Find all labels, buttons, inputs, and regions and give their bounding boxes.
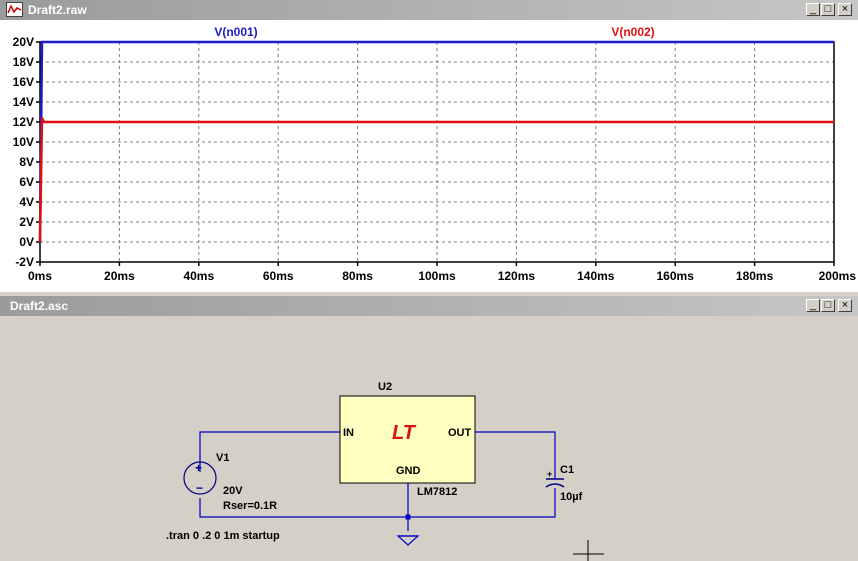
source-plus: + <box>195 461 202 475</box>
legend-label: V(n002) <box>611 25 654 39</box>
crosshair-cursor <box>573 540 604 561</box>
wire-out <box>475 431 556 474</box>
spice-directive[interactable]: .tran 0 .2 0 1m startup <box>166 530 280 542</box>
capacitor-c1[interactable]: + C1 10µf <box>545 464 583 503</box>
x-tick-label: 100ms <box>418 269 456 283</box>
source-param: Rser=0.1R <box>223 500 277 512</box>
waveform-icon <box>6 2 23 17</box>
x-tick-label: 40ms <box>183 269 214 283</box>
x-tick-label: 180ms <box>736 269 774 283</box>
cap-plus: + <box>547 469 552 479</box>
regulator-pin-gnd: GND <box>396 465 421 477</box>
y-tick-label: 18V <box>13 55 34 69</box>
cap-value: 10µf <box>560 491 583 503</box>
y-tick-label: 8V <box>19 155 34 169</box>
minimize-button[interactable]: _ <box>806 3 820 16</box>
x-tick-label: 120ms <box>498 269 536 283</box>
schematic-window-title: Draft2.asc <box>10 299 69 313</box>
y-tick-label: 4V <box>19 195 34 209</box>
y-tick-label: 14V <box>13 95 34 109</box>
ground-symbol <box>396 535 420 546</box>
y-tick-label: 6V <box>19 175 34 189</box>
x-tick-label: 80ms <box>342 269 373 283</box>
y-tick-label: -2V <box>15 255 34 269</box>
wire-in <box>199 431 340 472</box>
series-line-vn002 <box>38 117 834 243</box>
minimize-button[interactable]: _ <box>806 299 820 312</box>
voltage-source-v1[interactable]: + − V1 20V Rser=0.1R <box>183 452 277 512</box>
ground-junction <box>405 514 411 520</box>
y-tick-label: 20V <box>13 35 34 49</box>
source-ref: V1 <box>216 452 229 464</box>
y-tick-label: 12V <box>13 115 34 129</box>
x-tick-label: 200ms <box>819 269 857 283</box>
waveform-window: Draft2.raw _ □ × 20V 18V 16V 14V 12V 10V 8V 6V 4… <box>0 0 858 292</box>
y-tick-label: 16V <box>13 75 34 89</box>
maximize-button[interactable]: □ <box>821 299 835 312</box>
x-tick-label: 140ms <box>577 269 615 283</box>
wire-gnd <box>199 488 556 518</box>
x-tick-label: 60ms <box>263 269 294 283</box>
close-button[interactable]: × <box>838 3 852 16</box>
cap-ref: C1 <box>560 464 574 476</box>
schematic-canvas[interactable]: U2 IN OUT GND LT LM7812 + − V1 20V Rser=… <box>0 316 858 561</box>
close-button[interactable]: × <box>838 299 852 312</box>
source-circle <box>183 461 217 495</box>
y-tick-label: 0V <box>19 235 34 249</box>
legend-label: V(n001) <box>214 25 257 39</box>
schematic-window: Draft2.asc _ □ × <box>0 296 858 561</box>
x-tick-label: 160ms <box>657 269 695 283</box>
x-tick-label: 20ms <box>104 269 135 283</box>
regulator-ref: U2 <box>378 381 392 393</box>
source-value: 20V <box>223 485 243 497</box>
regulator-pin-out: OUT <box>448 427 472 439</box>
waveform-window-title: Draft2.raw <box>28 3 87 17</box>
y-tick-label: 10V <box>13 135 34 149</box>
x-tick-label: 0ms <box>28 269 52 283</box>
regulator-u2[interactable]: U2 IN OUT GND LT LM7812 <box>339 381 476 498</box>
waveform-titlebar[interactable]: Draft2.raw _ □ × <box>0 0 858 20</box>
y-tick-label: 2V <box>19 215 34 229</box>
regulator-part: LM7812 <box>417 486 457 498</box>
lt-logo: LT <box>392 422 417 444</box>
schematic-titlebar[interactable]: Draft2.asc _ □ × <box>0 296 858 316</box>
schematic-drawing[interactable]: U2 IN OUT GND LT LM7812 + − V1 20V Rser=… <box>0 316 858 561</box>
regulator-pin-in: IN <box>343 427 354 439</box>
source-minus: − <box>196 481 203 495</box>
maximize-button[interactable]: □ <box>821 3 835 16</box>
wires <box>199 431 556 531</box>
cap-plate-bottom <box>545 483 565 488</box>
regulator-body <box>339 395 476 484</box>
